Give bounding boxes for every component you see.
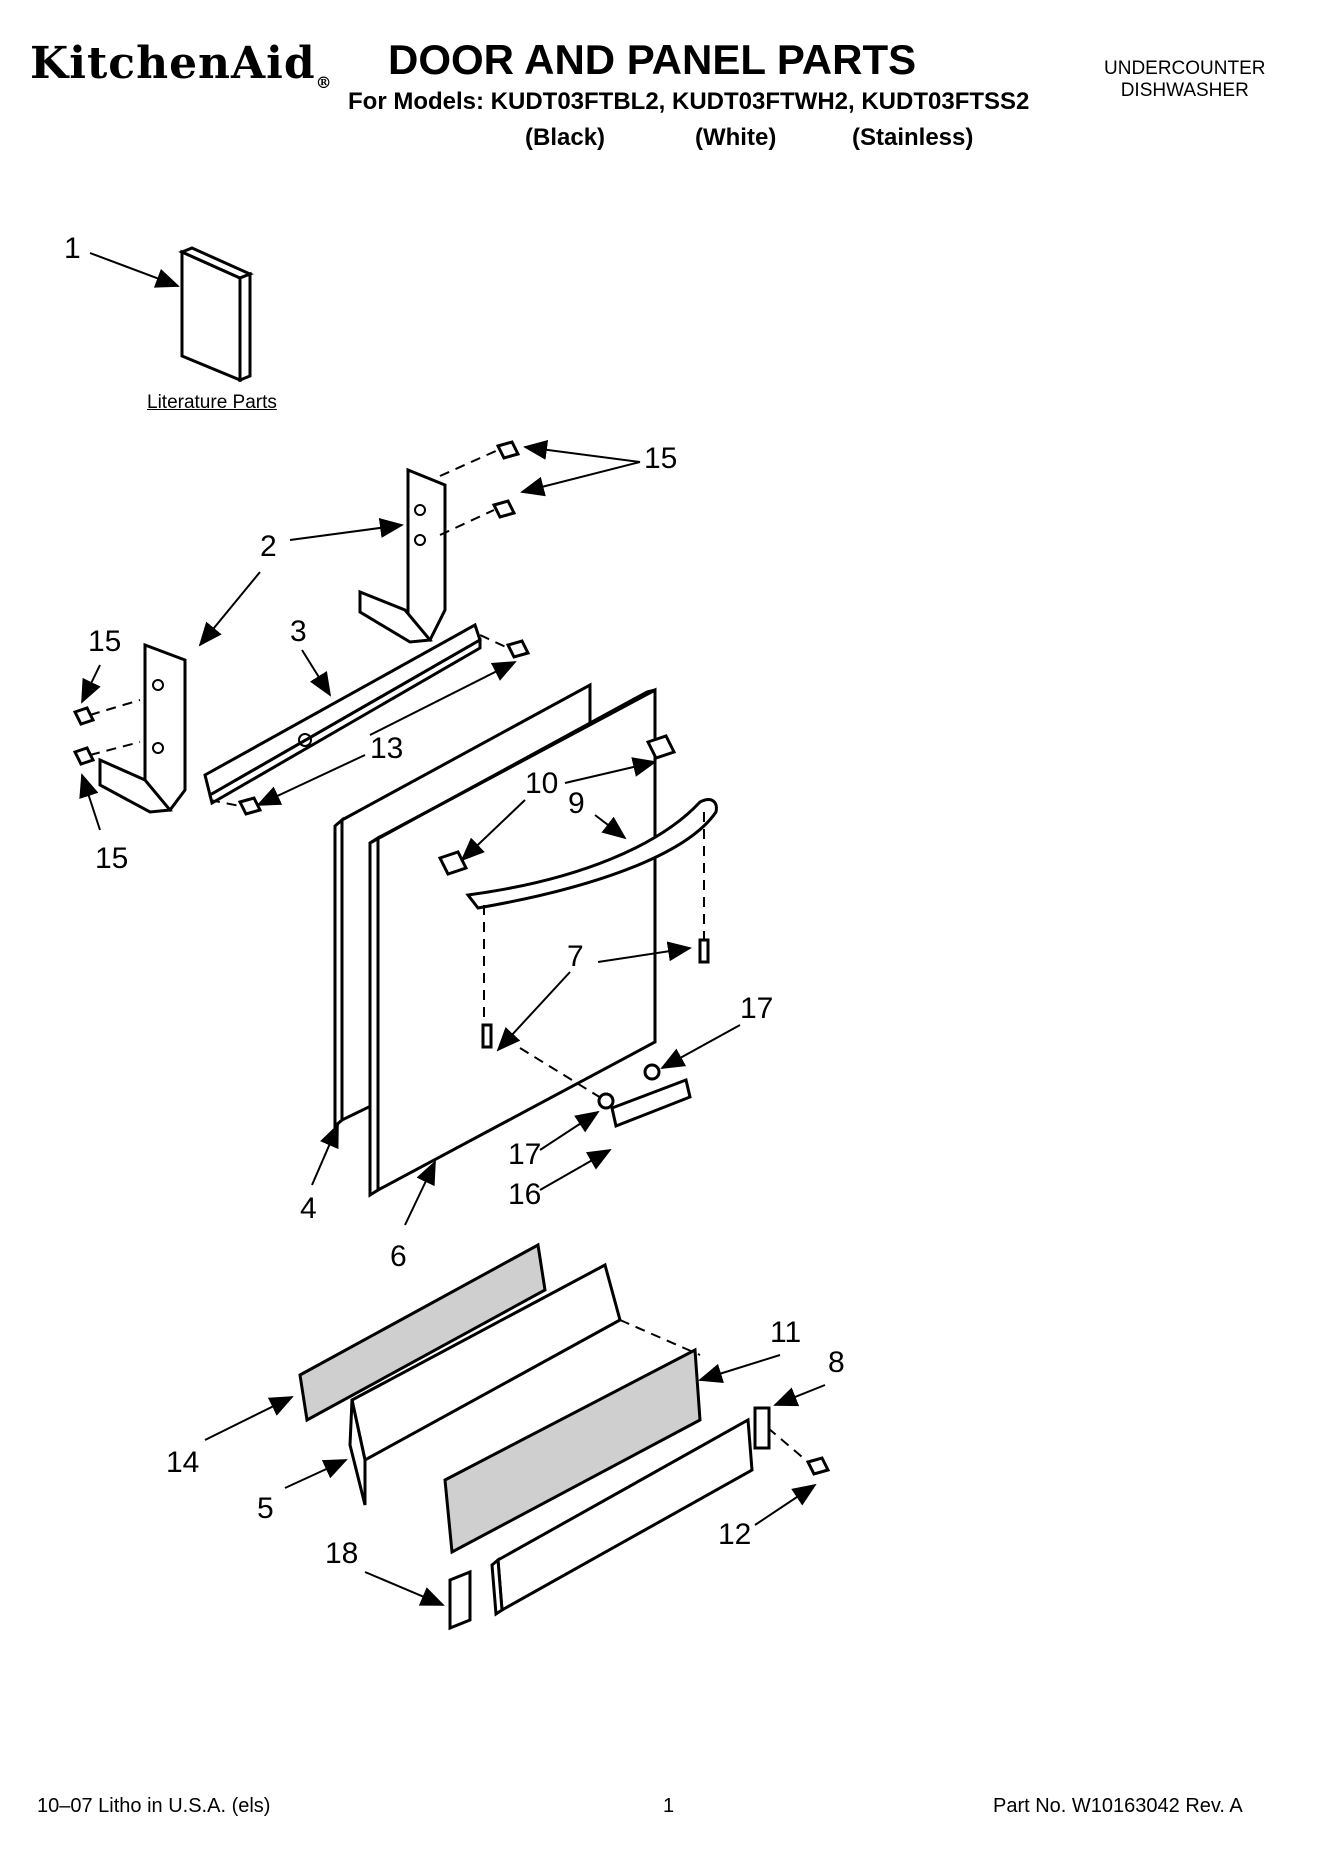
callout-2: 2 bbox=[260, 530, 277, 563]
callout-10: 10 bbox=[525, 767, 559, 800]
leader-11 bbox=[698, 1354, 781, 1383]
callout-6: 6 bbox=[390, 1240, 407, 1273]
footer-print-info: 10–07 Litho in U.S.A. (els) bbox=[37, 1795, 271, 1817]
dash-15c bbox=[89, 699, 141, 716]
leader-12 bbox=[754, 1483, 817, 1526]
leader-10a bbox=[564, 757, 657, 784]
callout-9: 9 bbox=[568, 787, 585, 820]
leader-9 bbox=[594, 814, 627, 840]
door-handle bbox=[465, 798, 718, 910]
callout-4: 4 bbox=[300, 1192, 317, 1225]
dash-15b bbox=[439, 509, 495, 536]
callout-15c: 15 bbox=[95, 842, 129, 875]
leader-1 bbox=[89, 252, 180, 288]
insulation-lower bbox=[443, 1347, 702, 1555]
page-number: 1 bbox=[663, 1795, 675, 1817]
callout-17a: 17 bbox=[740, 992, 774, 1025]
appliance-type: UNDERCOUNTER DISHWASHER bbox=[1104, 58, 1266, 102]
leader-7a bbox=[597, 941, 692, 963]
appliance-line-1: UNDERCOUNTER bbox=[1104, 58, 1266, 79]
appliance-line-2: DISHWASHER bbox=[1120, 80, 1249, 101]
dash-13b bbox=[209, 799, 241, 807]
leader-18 bbox=[364, 1571, 445, 1606]
callout-5: 5 bbox=[257, 1492, 274, 1525]
hinge-bracket-right bbox=[358, 467, 447, 644]
callout-16: 16 bbox=[508, 1178, 542, 1211]
dash-15d bbox=[89, 741, 141, 756]
hinge-bracket-left bbox=[98, 642, 187, 814]
callout-14: 14 bbox=[166, 1446, 200, 1479]
leader-15a bbox=[523, 439, 641, 463]
leader-17b bbox=[539, 1110, 600, 1151]
callout-8: 8 bbox=[828, 1346, 845, 1379]
handle-end-caps bbox=[437, 734, 710, 1049]
dash-12 bbox=[767, 1427, 809, 1463]
callout-17b: 17 bbox=[508, 1138, 542, 1171]
outer-door-panel bbox=[368, 687, 657, 1198]
dash-5 bbox=[619, 1319, 701, 1356]
leader-13b bbox=[256, 754, 366, 806]
leader-17a bbox=[660, 1024, 741, 1069]
callout-13: 13 bbox=[370, 732, 404, 765]
leader-16 bbox=[539, 1149, 612, 1191]
callout-15b: 15 bbox=[88, 625, 122, 658]
leader-15b bbox=[520, 461, 641, 497]
literature-booklet bbox=[178, 246, 254, 383]
leader-14 bbox=[204, 1396, 294, 1441]
models-line: For Models: KUDT03FTBL2, KUDT03FTWH2, KU… bbox=[348, 88, 1030, 115]
variant-black: (Black) bbox=[525, 124, 606, 151]
dash-15a bbox=[439, 449, 499, 477]
leader-8 bbox=[773, 1384, 826, 1407]
insulation-upper bbox=[298, 1242, 547, 1423]
leader-15c bbox=[81, 664, 101, 704]
callout-1: 1 bbox=[64, 232, 81, 265]
leader-15d bbox=[79, 773, 101, 831]
part-number: Part No. W10163042 Rev. A bbox=[993, 1795, 1243, 1817]
leader-7b bbox=[496, 971, 571, 1052]
callout-12: 12 bbox=[718, 1518, 752, 1551]
badge-and-nuts bbox=[597, 1063, 692, 1129]
callout-3: 3 bbox=[290, 615, 307, 648]
leader-2b bbox=[198, 571, 261, 647]
leader-4 bbox=[311, 1123, 339, 1186]
leader-2a bbox=[289, 518, 404, 541]
brand-logo: KitchenAid® bbox=[30, 38, 333, 92]
callout-7: 7 bbox=[567, 940, 584, 973]
variant-stainless: (Stainless) bbox=[852, 124, 974, 151]
callout-15a: 15 bbox=[644, 442, 678, 475]
leader-13a bbox=[369, 661, 517, 736]
variant-white: (White) bbox=[695, 124, 777, 151]
callout-11: 11 bbox=[770, 1316, 802, 1349]
dash-13a bbox=[479, 634, 509, 649]
page-title: DOOR AND PANEL PARTS bbox=[388, 36, 917, 83]
leader-10b bbox=[460, 799, 526, 862]
kick-plate bbox=[448, 1406, 831, 1631]
callout-18: 18 bbox=[325, 1537, 359, 1570]
leader-3 bbox=[301, 649, 332, 697]
leader-5 bbox=[284, 1459, 348, 1489]
screws bbox=[72, 440, 531, 816]
leader-6 bbox=[404, 1160, 436, 1226]
literature-parts-label: Literature Parts bbox=[147, 392, 277, 413]
